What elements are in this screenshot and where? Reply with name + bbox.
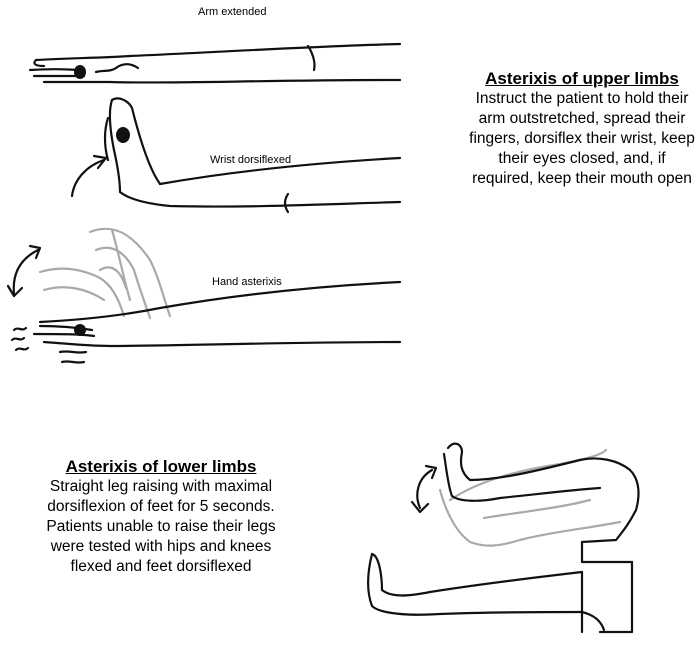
up-down-arrow-icon <box>416 468 434 510</box>
label-wrist-dorsiflexed: Wrist dorsiflexed <box>210 154 292 166</box>
leg-raise-drawing <box>367 442 640 634</box>
lower-limb-instructions: Straight leg raising with maximal dorsif… <box>46 478 276 575</box>
dot-marker <box>116 127 130 143</box>
dot-marker <box>74 65 86 79</box>
hand-asterixis-drawing <box>6 227 402 364</box>
label-hand-asterixis: Hand asterixis <box>212 276 282 288</box>
upper-limb-instructions: Instruct the patient to hold their arm o… <box>469 90 695 187</box>
arm-extended-drawing <box>28 42 402 84</box>
dot-marker <box>74 324 86 336</box>
lower-limb-panel: Asterixis of lower limbs Straight leg ra… <box>40 456 282 577</box>
upper-limb-panel: Asterixis of upper limbs Instruct the pa… <box>468 68 696 189</box>
lower-limb-title: Asterixis of lower limbs <box>65 457 257 476</box>
tremor-lines-icon <box>10 326 30 352</box>
up-down-arrow-icon <box>12 248 40 296</box>
label-arm-extended: Arm extended <box>198 6 267 18</box>
curved-arrow-icon <box>70 158 106 198</box>
upper-limb-title: Asterixis of upper limbs <box>485 69 679 88</box>
wrist-dorsiflexed-drawing <box>70 97 402 214</box>
